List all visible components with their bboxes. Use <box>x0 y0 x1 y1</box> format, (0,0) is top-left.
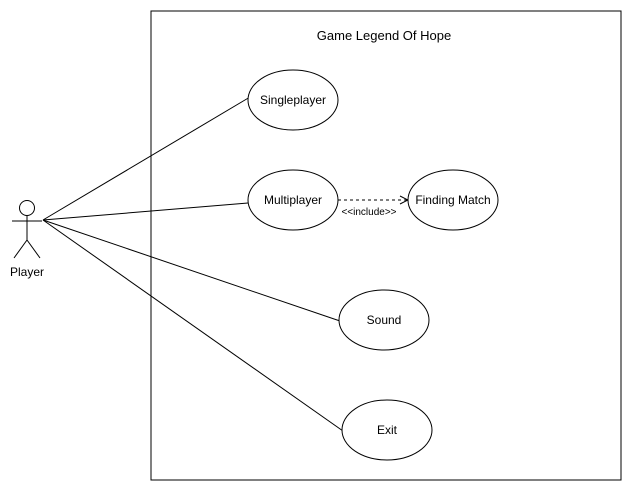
use-case-label: Multiplayer <box>264 193 322 207</box>
use-case-multiplayer[interactable]: Multiplayer <box>247 169 339 231</box>
system-title: Game Legend Of Hope <box>317 28 451 43</box>
use-case-ellipse <box>247 69 339 131</box>
association-line-exit <box>42 219 344 432</box>
use-case-sound[interactable]: Sound <box>338 289 430 351</box>
association-line-singleplayer <box>42 96 251 221</box>
include-label: <<include>> <box>341 207 396 218</box>
use-case-ellipse <box>338 289 430 351</box>
actor-player <box>12 200 42 259</box>
actor-head <box>19 200 35 216</box>
use-case-label: Finding Match <box>415 193 490 207</box>
actor-right-leg <box>26 239 41 259</box>
use-case-finding-match[interactable]: Finding Match <box>407 169 499 231</box>
actor-label: Player <box>10 265 44 279</box>
use-case-label: Exit <box>377 423 398 437</box>
use-case-label: Singleplayer <box>260 93 326 107</box>
use-case-label: Sound <box>367 313 402 327</box>
association-line-sound <box>42 219 341 322</box>
use-case-ellipse <box>341 399 433 461</box>
actor-left-leg <box>13 239 28 259</box>
use-case-ellipse <box>407 169 499 231</box>
association-line-multiplayer <box>42 202 249 221</box>
use-case-ellipse <box>247 169 339 231</box>
use-case-exit[interactable]: Exit <box>341 399 433 461</box>
use-case-singleplayer[interactable]: Singleplayer <box>247 69 339 131</box>
